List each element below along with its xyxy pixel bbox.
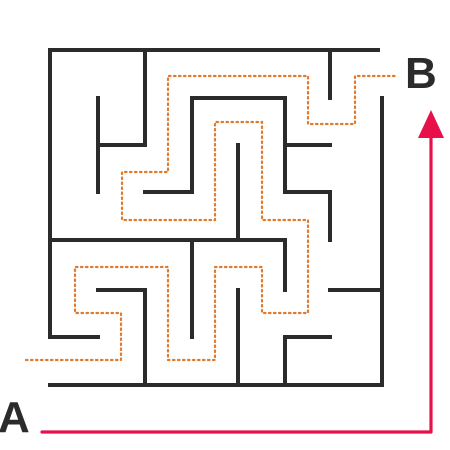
arrow-head-icon	[418, 110, 444, 138]
direction-arrow	[40, 110, 444, 434]
arrow-line	[40, 130, 433, 434]
solution-path	[24, 74, 400, 362]
maze-walls	[48, 48, 384, 387]
end-label: B	[405, 49, 437, 98]
start-label: A	[0, 393, 30, 442]
